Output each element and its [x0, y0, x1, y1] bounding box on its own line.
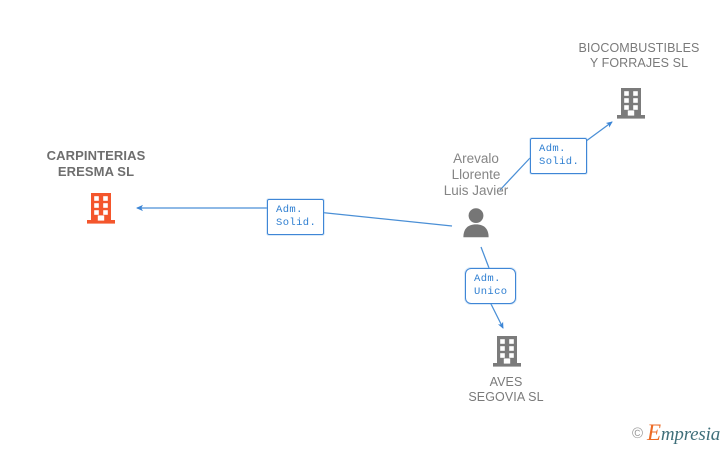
node-label-arevalo-llorente-luis-javier: Arevalo Llorente Luis Javier	[443, 151, 509, 198]
brand-rest: mpresia	[660, 424, 720, 445]
building-icon[interactable]	[489, 334, 525, 375]
node-label-biocombustibles: BIOCOMBUSTIBLES Y FORRAJES SL	[578, 41, 700, 70]
edge-line-arevalo-chip-aves	[480, 246, 490, 269]
edge-label-adm-solid-carpinterias[interactable]: Adm. Solid.	[267, 199, 325, 235]
edge-label-adm-solid-biocombustibles[interactable]: Adm. Solid.	[530, 138, 588, 174]
edge-arrow-to-aves-segovia	[488, 299, 504, 329]
person-icon[interactable]	[459, 206, 493, 245]
building-icon[interactable]	[83, 191, 119, 232]
node-label-aves-segovia: AVES SEGOVIA SL	[468, 375, 544, 404]
empresia-watermark: © Empresia	[631, 420, 720, 445]
node-label-carpinterias: CARPINTERIAS ERESMA SL	[46, 148, 146, 179]
edge-label-adm-unico-aves-segovia[interactable]: Adm. Unico	[465, 268, 516, 304]
edge-line-arevalo-chip-carp	[316, 211, 453, 227]
brand-wordmark: Empresia	[647, 420, 720, 445]
brand-initial: E	[647, 420, 661, 445]
copyright-icon: ©	[631, 425, 644, 442]
building-icon[interactable]	[613, 86, 649, 127]
